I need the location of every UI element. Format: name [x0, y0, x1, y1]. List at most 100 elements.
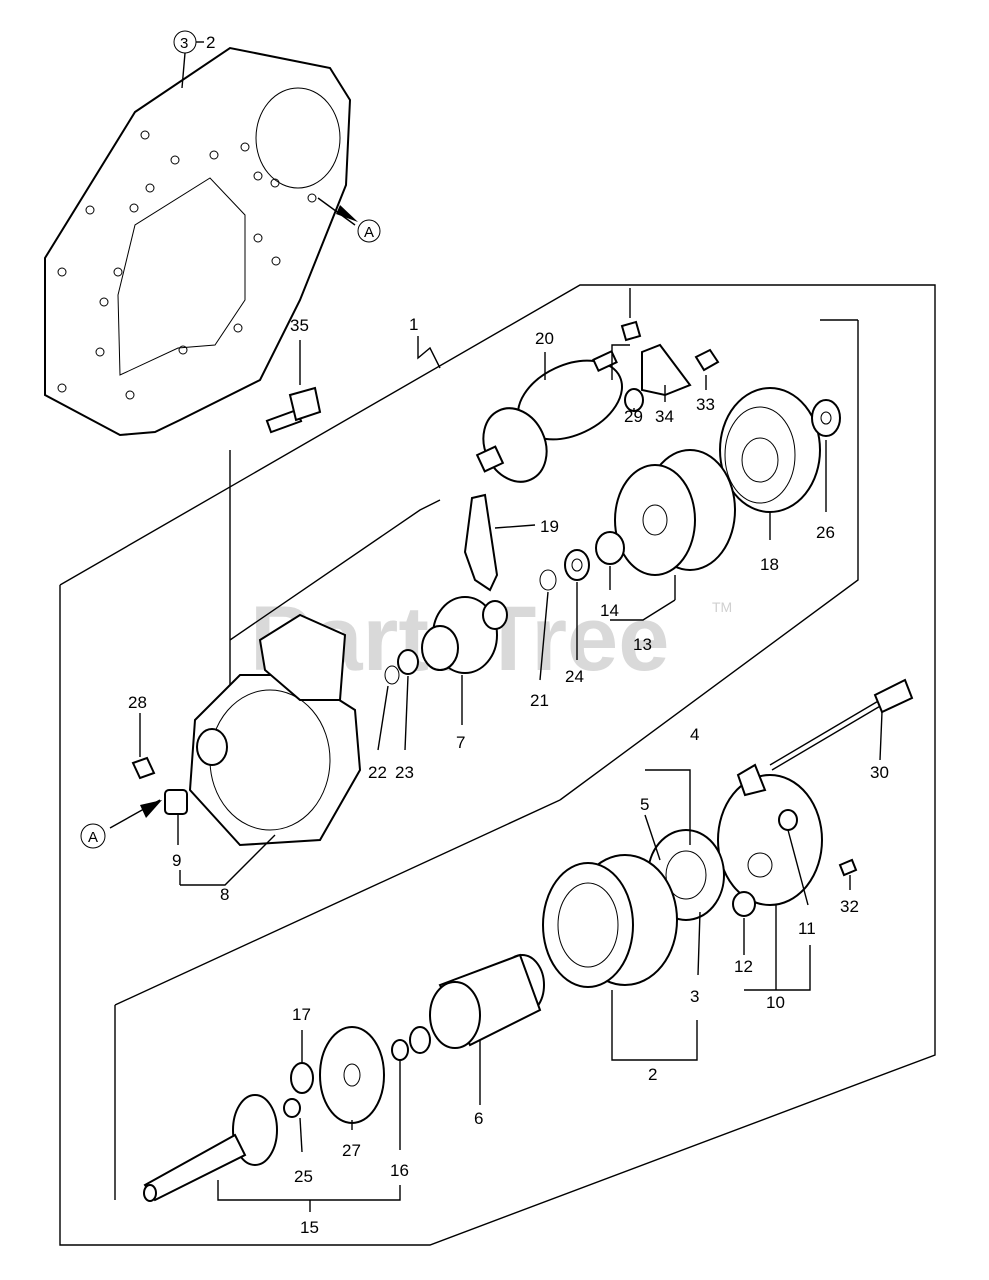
callout-30: 30	[870, 763, 889, 782]
bolt-35	[265, 386, 322, 434]
inner-frame-lower-top	[114, 799, 561, 1006]
leader-2	[611, 990, 698, 1061]
callout-3: 3	[690, 987, 699, 1006]
callout-33: 34	[655, 407, 674, 426]
leader-8	[180, 834, 276, 886]
leader-a-top	[317, 197, 356, 226]
callout-23: 23	[395, 763, 414, 782]
callout-27: 27	[342, 1141, 361, 1160]
callout-12: 12	[734, 957, 753, 976]
leader-23	[404, 675, 409, 751]
callout-17: 17	[292, 1005, 311, 1024]
snap-ring-21	[539, 569, 557, 591]
callout-19: 19	[540, 517, 559, 536]
callout-5: 5	[640, 795, 649, 814]
callout-35: 35	[290, 316, 309, 335]
arrow-a-top	[336, 205, 358, 222]
leader-4	[645, 769, 691, 845]
watermark-tm: TM	[712, 599, 732, 615]
leader-30	[879, 711, 883, 761]
callout-29: 28	[128, 693, 147, 712]
marker-a-left	[80, 823, 106, 849]
pinion-7	[421, 596, 508, 674]
bushing-9	[164, 789, 188, 815]
washer-26	[811, 399, 841, 437]
callout-24: 24	[565, 667, 584, 686]
callout-7: 7	[456, 733, 465, 752]
washer-24	[564, 549, 590, 581]
leader-19	[494, 524, 536, 529]
gear-17	[290, 1062, 314, 1094]
callout-3-2: 2	[206, 33, 215, 52]
screw-32	[838, 858, 858, 877]
callout-9: 9	[172, 851, 181, 870]
nut-34	[694, 348, 720, 372]
armature-6	[409, 953, 545, 1054]
callout-13: 13	[633, 635, 652, 654]
callout-22: 22	[368, 763, 387, 782]
callout-28: 29	[624, 407, 643, 426]
inner-frame-right	[559, 320, 859, 801]
washer-24-hole	[571, 558, 583, 572]
washer-plate-27	[319, 1026, 385, 1124]
lever-19	[463, 493, 499, 592]
ref-3-label: 3	[180, 35, 188, 52]
leader-1	[417, 336, 441, 369]
marker-a-left-label: A	[88, 829, 98, 846]
callout-15: 15	[300, 1218, 319, 1237]
shaft-15	[143, 1094, 278, 1202]
callout-8: 8	[220, 885, 229, 904]
leader-21	[539, 591, 549, 681]
callout-26: 26	[816, 523, 835, 542]
leader-13	[610, 599, 676, 621]
assembly-frame	[59, 284, 936, 1246]
spring-23	[397, 649, 419, 675]
leader-3	[181, 52, 186, 89]
bearing-18	[719, 387, 821, 513]
washer-25	[283, 1098, 301, 1118]
callout-2: 2	[648, 1065, 657, 1084]
leader-11	[787, 829, 809, 906]
callout-4: 4	[690, 725, 699, 744]
callout-16: 16	[390, 1161, 409, 1180]
nut-top	[620, 320, 642, 342]
callout-18: 18	[760, 555, 779, 574]
callout-14: 14	[600, 601, 619, 620]
leader-10	[744, 945, 811, 991]
callout-10: 10	[766, 993, 785, 1012]
bearing-16	[391, 1039, 409, 1061]
callout-11: 11	[798, 919, 816, 938]
callout-32: 32	[840, 897, 859, 916]
bracket-19-frame	[229, 499, 441, 641]
drive-housing-8	[188, 613, 362, 847]
mounting-plate	[44, 46, 352, 437]
leader-3	[697, 911, 701, 976]
callout-20: 20	[535, 329, 554, 348]
yoke-2	[542, 854, 678, 988]
solenoid-20	[475, 350, 623, 483]
callout-21: 21	[530, 691, 549, 710]
leader-25	[299, 1117, 303, 1153]
through-bolt-30	[769, 678, 914, 771]
bushing-14	[595, 531, 625, 565]
callout-25: 25	[294, 1167, 313, 1186]
marker-a-top-label: A	[364, 224, 374, 241]
ring-22	[384, 665, 400, 685]
leader-5	[644, 814, 661, 861]
marker-a-top	[357, 219, 381, 243]
leader-15	[217, 1180, 401, 1201]
callout-6: 6	[474, 1109, 483, 1128]
leader-nut-branch	[611, 344, 630, 380]
terminal-33	[641, 343, 692, 397]
callout-1: 1	[409, 315, 418, 334]
leader-22	[377, 685, 389, 751]
callout-34: 33	[696, 395, 715, 414]
bushing-12	[732, 891, 756, 917]
nut-29	[131, 756, 156, 780]
washer-26-hole	[820, 411, 832, 425]
clutch-housing-13	[614, 449, 736, 576]
rear-cover-10	[717, 763, 823, 906]
washer-plate-27-hole	[343, 1063, 361, 1087]
